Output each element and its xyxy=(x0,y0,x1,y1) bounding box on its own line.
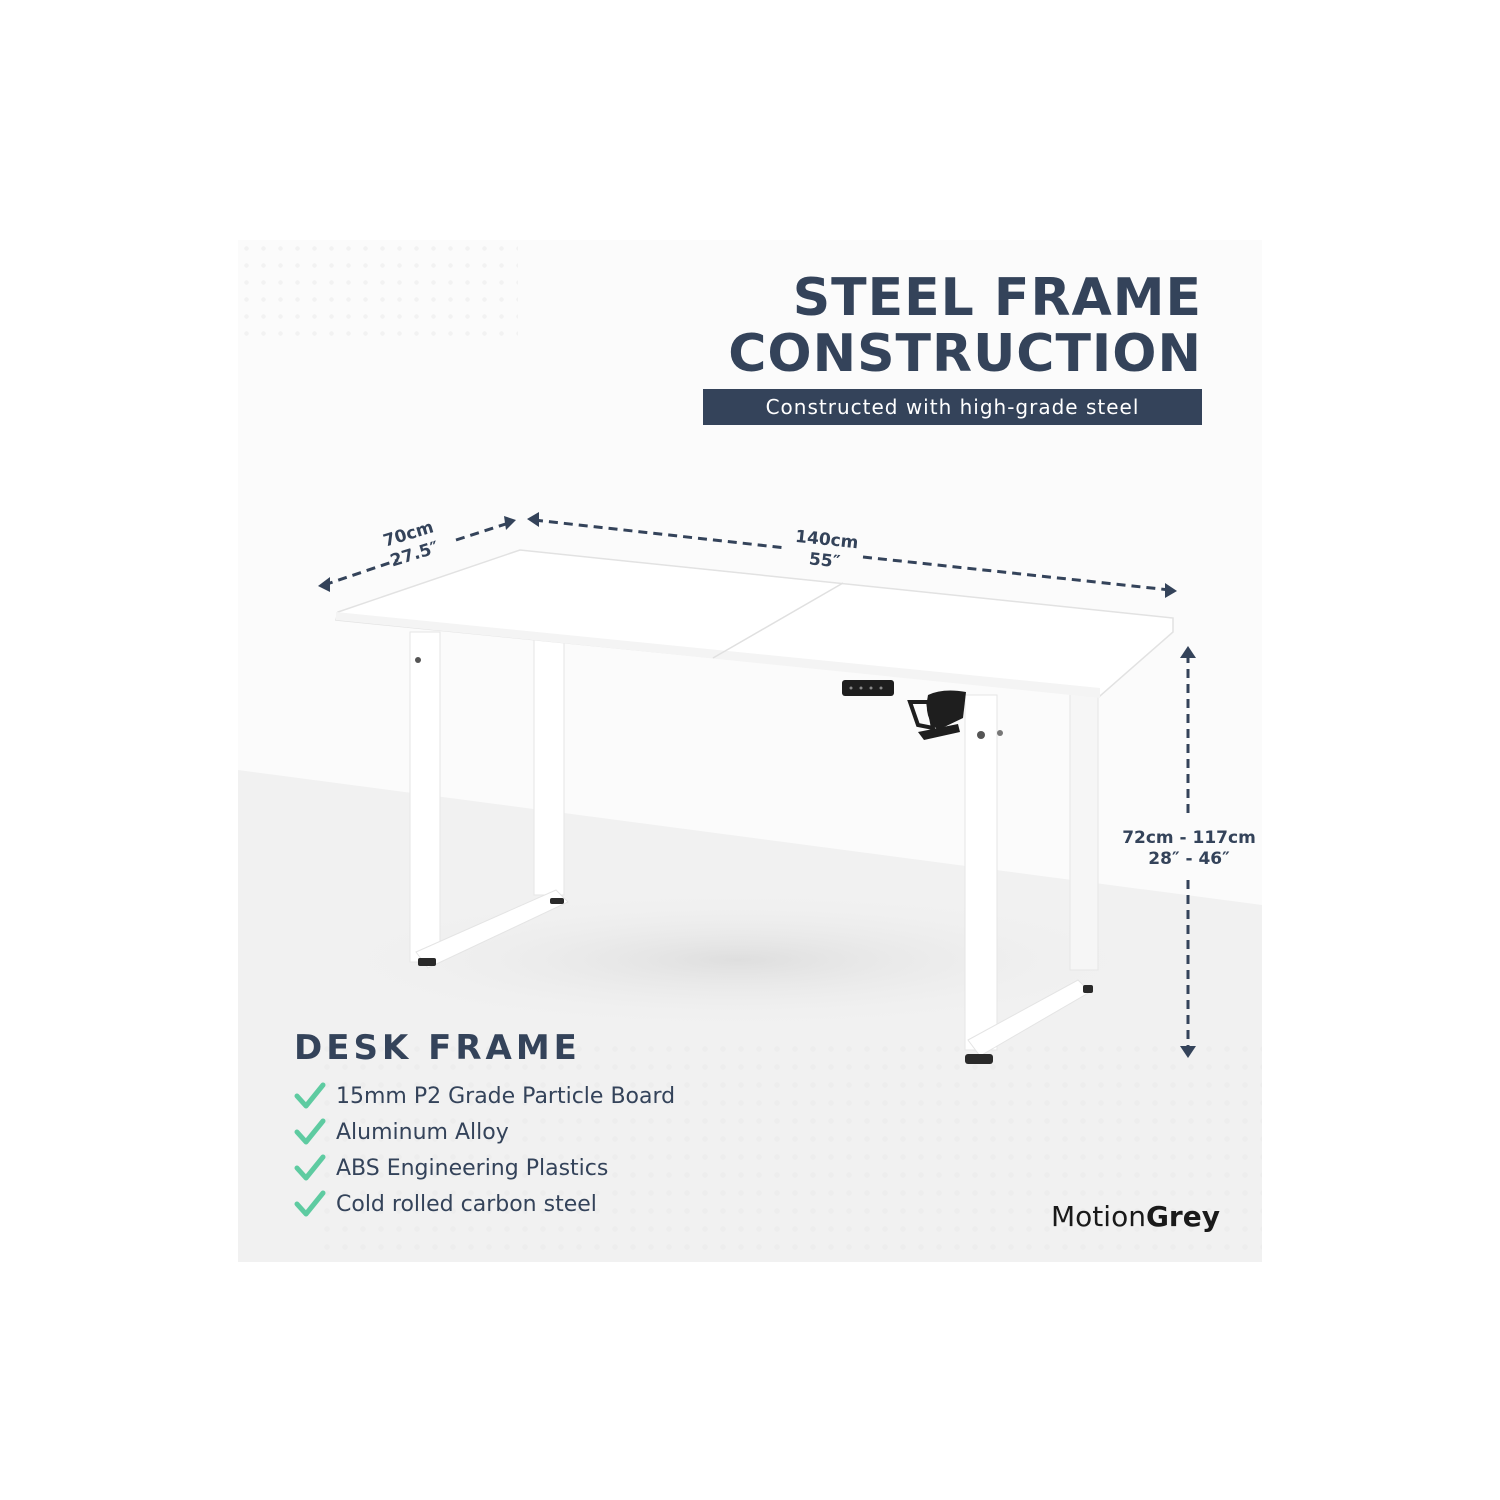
arrowhead-height-bottom xyxy=(1180,1046,1196,1058)
feature-label: ABS Engineering Plastics xyxy=(336,1155,609,1181)
width-label: 140cm 55″ xyxy=(792,527,859,575)
desktop xyxy=(335,549,1174,698)
width-line-left xyxy=(533,518,787,550)
control-panel xyxy=(842,680,894,696)
right-leg xyxy=(964,669,1099,1064)
list-item: ABS Engineering Plastics xyxy=(294,1150,675,1186)
arrowhead-depth-right xyxy=(504,516,516,530)
list-item: 15mm P2 Grade Particle Board xyxy=(294,1078,675,1114)
list-item: Aluminum Alloy xyxy=(294,1114,675,1150)
product-panel: STEEL FRAME CONSTRUCTION Constructed wit… xyxy=(238,240,1262,1262)
title-line-1: STEEL FRAME xyxy=(792,268,1202,328)
desk-illustration xyxy=(318,512,1196,1064)
arrowhead-width-right xyxy=(1165,583,1177,598)
height-label: 72cm - 117cm 28″ - 46″ xyxy=(1122,828,1256,870)
left-leg xyxy=(409,631,569,969)
brand-bold: Grey xyxy=(1145,1200,1220,1233)
width-line-right xyxy=(862,555,1171,592)
feature-heading: DESK FRAME xyxy=(294,1028,581,1068)
feature-label: 15mm P2 Grade Particle Board xyxy=(336,1083,676,1109)
check-icon xyxy=(294,1190,326,1217)
title-line-2: CONSTRUCTION xyxy=(728,324,1202,384)
arrowhead-height-top xyxy=(1180,646,1196,658)
dot-pattern-top xyxy=(238,240,518,340)
desk-shadow xyxy=(318,890,1158,1030)
check-icon xyxy=(294,1154,326,1181)
page-title: STEEL FRAME CONSTRUCTION xyxy=(728,270,1202,382)
feature-label: Cold rolled carbon steel xyxy=(336,1191,597,1217)
arrowheads xyxy=(318,512,1196,1058)
brand-logo: MotionGrey xyxy=(1051,1200,1220,1233)
arrowhead-depth-left xyxy=(318,577,330,592)
height-in: 28″ - 46″ xyxy=(1148,849,1230,869)
brand-light: Motion xyxy=(1051,1200,1146,1233)
depth-line-right xyxy=(455,520,513,542)
arrowhead-width-left xyxy=(527,512,539,527)
cup-holder xyxy=(907,690,966,740)
subtitle-banner: Constructed with high-grade steel xyxy=(703,389,1202,425)
dimension-lines xyxy=(323,518,1190,1050)
feature-label: Aluminum Alloy xyxy=(336,1119,509,1145)
height-cm: 72cm - 117cm xyxy=(1122,828,1256,848)
list-item: Cold rolled carbon steel xyxy=(294,1186,675,1222)
check-icon xyxy=(294,1118,326,1145)
dot-pattern-bottom xyxy=(318,1040,1262,1262)
depth-line-left xyxy=(323,558,399,587)
feature-list: DESK FRAME 15mm P2 Grade Particle Board … xyxy=(294,1028,675,1222)
check-icon xyxy=(294,1082,326,1109)
subtitle-text: Constructed with high-grade steel xyxy=(765,395,1140,419)
